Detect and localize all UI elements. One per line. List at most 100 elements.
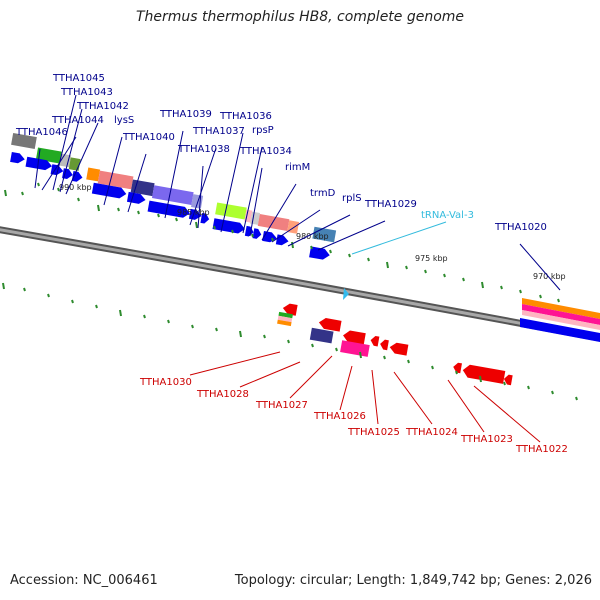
cds-bar	[86, 167, 101, 182]
forward-gene-arrow[interactable]	[275, 234, 290, 246]
scale-labels: 990 kbp 985 kbp 980 kbp 975 kbp 970 kbp	[59, 183, 566, 281]
forward-gene-label[interactable]: trmD	[310, 188, 336, 199]
cds-bar	[11, 132, 37, 149]
forward-gene-arrow[interactable]	[10, 152, 26, 164]
scale-tick	[195, 221, 198, 229]
scale-tick	[539, 294, 542, 299]
scale-tick	[95, 304, 98, 309]
scale-tick	[157, 213, 160, 218]
label-leader	[249, 167, 263, 237]
reverse-gene-label[interactable]: TTHA1024	[405, 427, 458, 438]
scale-tick	[527, 385, 530, 390]
forward-gene-label[interactable]: TTHA1029	[364, 199, 417, 210]
scale-tick	[386, 261, 389, 269]
label-leader	[41, 136, 77, 191]
forward-gene-label[interactable]: TTHA1036	[219, 111, 272, 122]
reverse-cds-bar	[278, 311, 293, 319]
scale-tick	[431, 365, 434, 370]
scale-tick	[551, 390, 554, 395]
scale-tick	[383, 355, 386, 360]
forward-gene-label[interactable]: TTHA1039	[159, 109, 212, 120]
cds-stack-right	[520, 298, 600, 342]
rna-gene-label[interactable]: tRNA-Val-3	[421, 210, 474, 221]
forward-gene-arrow[interactable]	[200, 212, 210, 224]
reverse-gene-arrow[interactable]	[370, 335, 380, 347]
forward-gene-arrow[interactable]	[309, 246, 331, 260]
forward-gene-label[interactable]: TTHA1046	[15, 127, 68, 138]
forward-gene-arrow[interactable]	[25, 156, 53, 171]
label-leader	[164, 130, 184, 219]
scale-tick	[367, 257, 370, 262]
accession-label: Accession: NC_006461	[10, 573, 158, 588]
scale-tick	[77, 197, 80, 202]
label-leader	[519, 243, 561, 291]
label-leader	[59, 108, 83, 193]
trna-marker	[343, 288, 349, 300]
reverse-label-leaders	[189, 351, 541, 443]
forward-gene-label[interactable]: TTHA1040	[122, 132, 175, 143]
forward-gene-arrow[interactable]	[71, 171, 84, 183]
label-leader	[65, 122, 99, 195]
label-leader	[52, 94, 77, 191]
forward-gene-arrow[interactable]	[212, 218, 246, 234]
forward-gene-label[interactable]: TTHA1042	[76, 101, 129, 112]
scale-tick	[575, 396, 578, 401]
forward-gene-label[interactable]: rimM	[285, 162, 310, 173]
forward-gene-arrow[interactable]	[91, 182, 127, 200]
scale-tick	[405, 265, 408, 270]
scale-tick	[500, 285, 503, 290]
scale-tick	[231, 229, 234, 234]
map-title: Thermus thermophilus HB8, complete genom…	[135, 9, 465, 25]
reverse-gene-arrow[interactable]	[462, 364, 506, 384]
label-leader	[220, 132, 244, 233]
forward-gene-arrow[interactable]	[262, 230, 278, 243]
reverse-gene-label[interactable]: TTHA1027	[255, 400, 308, 411]
reverse-gene-label[interactable]: TTHA1030	[139, 377, 192, 388]
reverse-gene-arrow[interactable]	[452, 362, 462, 374]
scale-tick	[117, 207, 120, 212]
label-leader	[189, 147, 217, 226]
reverse-gene-arrow[interactable]	[503, 374, 513, 386]
scale-tick	[311, 343, 314, 348]
reverse-gene-label[interactable]: TTHA1022	[515, 444, 568, 455]
forward-gene-label[interactable]: TTHA1038	[177, 144, 230, 155]
scale-tick	[215, 327, 218, 332]
scale-tick	[251, 233, 254, 238]
scale-tick	[167, 319, 170, 324]
forward-gene-arrow[interactable]	[252, 228, 263, 239]
scale-tick	[213, 225, 216, 230]
forward-gene-label[interactable]: TTHA1043	[60, 87, 113, 98]
reverse-gene-label[interactable]: TTHA1025	[347, 427, 400, 438]
forward-gene-label[interactable]: TTHA1034	[239, 146, 292, 157]
cds-bar	[257, 214, 290, 232]
label-leader	[339, 365, 353, 411]
reverse-gene-arrow[interactable]	[389, 342, 409, 356]
reverse-gene-label[interactable]: TTHA1023	[460, 434, 513, 445]
forward-gene-label[interactable]: rpsP	[252, 125, 274, 136]
reverse-gene-label[interactable]: TTHA1028	[196, 389, 249, 400]
scale-tick	[175, 217, 178, 222]
cds-bar	[59, 153, 72, 168]
forward-gene-label[interactable]: TTHA1045	[52, 73, 105, 84]
forward-gene-label[interactable]: TTHA1020	[494, 222, 547, 233]
label-leader	[197, 165, 204, 229]
reverse-gene-arrow[interactable]	[379, 339, 389, 351]
reverse-gene-arrow[interactable]	[282, 303, 298, 316]
reverse-gene-arrow[interactable]	[318, 317, 342, 332]
rna-gene-label-group: tRNA-Val-3	[351, 210, 474, 255]
label-leader	[289, 355, 333, 399]
scale-tick	[455, 370, 458, 375]
scale-tick	[191, 324, 194, 329]
forward-gene-arrow[interactable]	[62, 168, 74, 180]
scale-tick	[291, 241, 294, 249]
forward-gene-label[interactable]: TTHA1044	[51, 115, 104, 126]
forward-gene-arrow[interactable]	[147, 200, 191, 219]
forward-gene-label[interactable]: TTHA1037	[192, 126, 245, 137]
scale-tick	[359, 351, 362, 359]
reverse-gene-label[interactable]: TTHA1026	[313, 411, 366, 422]
forward-gene-label[interactable]: lysS	[114, 115, 134, 126]
scale-tick	[479, 375, 482, 383]
forward-gene-label[interactable]: rplS	[342, 193, 362, 204]
